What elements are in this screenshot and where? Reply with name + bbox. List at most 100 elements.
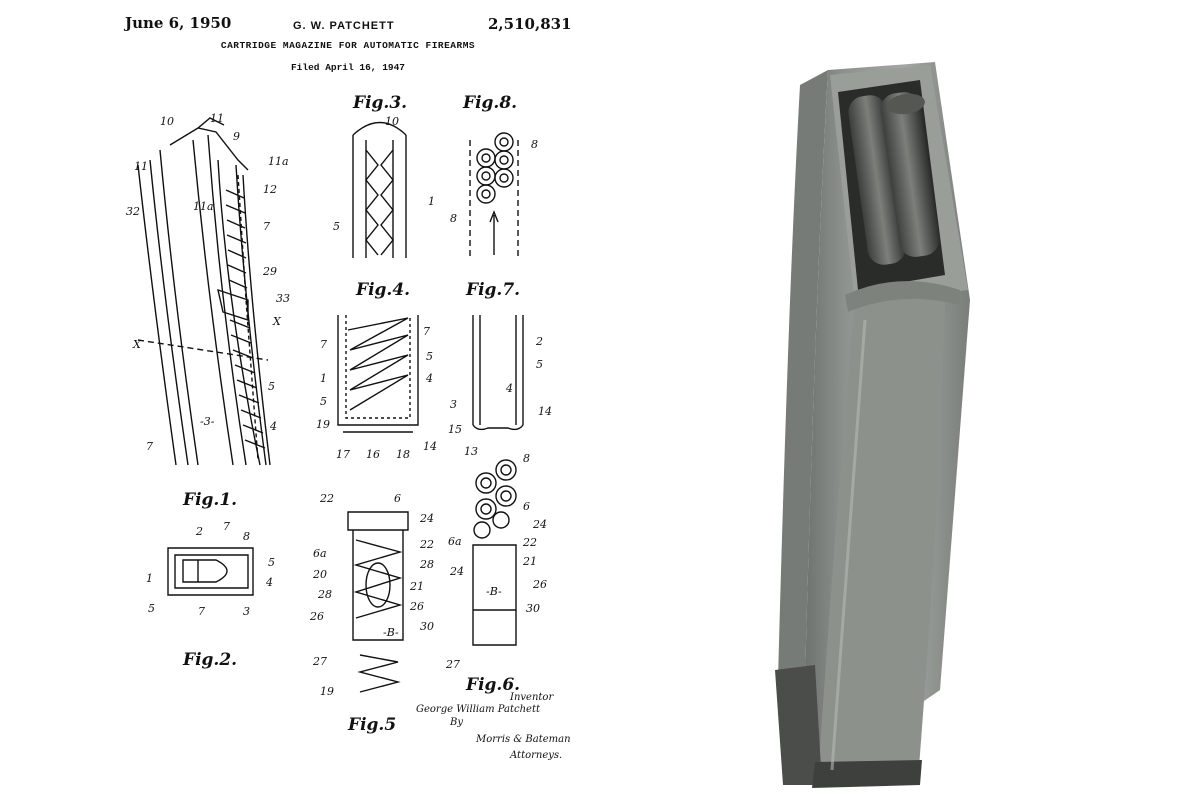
magazine-side-view-refs: 10 11 9 11 11a 12 32 11a 7 29 33 X X 5 -… bbox=[126, 112, 290, 453]
fig5-ref-22b: 22 bbox=[419, 538, 434, 551]
fig4-ref-7a: 7 bbox=[423, 325, 430, 338]
fig5-ref-24: 24 bbox=[419, 512, 434, 525]
ref-7b: 7 bbox=[146, 440, 153, 453]
fig3-ref-10: 10 bbox=[385, 115, 399, 128]
by-label: By bbox=[449, 717, 463, 728]
ref-10: 10 bbox=[160, 115, 174, 128]
fig6-ref-b: -B- bbox=[486, 585, 502, 598]
fig5-ref-28a: 28 bbox=[419, 558, 434, 571]
ref-12: 12 bbox=[263, 183, 277, 196]
patent-date: June 6, 1950 bbox=[125, 14, 232, 32]
fig4-ref-16: 16 bbox=[366, 448, 380, 461]
fig1-ref-8: 8 bbox=[243, 530, 250, 543]
ref-11: 11 bbox=[210, 112, 224, 125]
fig5-ref-26b: 26 bbox=[309, 610, 324, 623]
ref-11a: 11a bbox=[268, 155, 289, 168]
fig6-label: Fig.6. bbox=[465, 675, 520, 695]
patent-filed-date: Filed April 16, 1947 bbox=[290, 62, 406, 73]
fig6-ref-24a: 24 bbox=[532, 518, 547, 531]
fig4-ref-18: 18 bbox=[396, 448, 410, 461]
ref-5: 5 bbox=[268, 380, 275, 393]
ref-x-left: X bbox=[132, 338, 142, 351]
ref-32: 32 bbox=[126, 205, 140, 218]
ref-x-right: X bbox=[272, 315, 282, 328]
fig6-ref-21: 21 bbox=[522, 555, 537, 568]
fig5-ref-b: -B- bbox=[383, 626, 399, 639]
patent-inventor: G. W. PATCHETT bbox=[293, 20, 395, 32]
fig1-label: Fig.1. bbox=[182, 490, 237, 510]
fig3-ref-1: 1 bbox=[428, 195, 435, 208]
fig4-label: Fig.4. bbox=[355, 280, 410, 300]
fig1-drawing bbox=[167, 547, 254, 596]
fig4-ref-5b: 5 bbox=[320, 395, 327, 408]
fig6-ref-27: 27 bbox=[445, 658, 460, 671]
fig6-ref-26: 26 bbox=[532, 578, 547, 591]
fig5-ref-28b: 28 bbox=[317, 588, 332, 601]
fig4-ref-19: 19 bbox=[316, 418, 330, 431]
fig8-label: Fig.8. bbox=[462, 93, 517, 113]
ref-29: 29 bbox=[262, 265, 277, 278]
attorney-signature: Morris & Bateman bbox=[475, 734, 571, 745]
ref-3: -3- bbox=[200, 415, 215, 428]
fig7-ref-15: 15 bbox=[448, 423, 462, 436]
ref-33: 33 bbox=[276, 292, 290, 305]
fig4-ref-7b: 7 bbox=[320, 338, 327, 351]
magazine-photo-illustration bbox=[775, 62, 970, 788]
fig8-drawing bbox=[469, 132, 519, 258]
fig1-ref-7a: 7 bbox=[223, 520, 230, 533]
fig1-ref-7b: 7 bbox=[198, 605, 205, 618]
fig5-ref-20: 20 bbox=[312, 568, 327, 581]
fig5-drawing bbox=[347, 511, 409, 693]
fig5-ref-6: 6 bbox=[394, 492, 401, 505]
fig3-drawing bbox=[352, 121, 407, 258]
fig6-drawing bbox=[472, 459, 517, 646]
fig5-ref-21: 21 bbox=[409, 580, 424, 593]
fig3-ref-5: 5 bbox=[333, 220, 340, 233]
fig7-ref-2: 2 bbox=[535, 335, 543, 348]
fig1-ref-1: 1 bbox=[146, 572, 153, 585]
ref-11b: 11 bbox=[134, 160, 148, 173]
attorneys-label: Attorneys. bbox=[509, 750, 562, 761]
fig5-ref-19: 19 bbox=[320, 685, 334, 698]
ref-4: 4 bbox=[269, 420, 277, 433]
patent-drawing-sheet: June 6, 1950 G. W. PATCHETT 2,510,831 CA… bbox=[98, 0, 598, 800]
fig6-ref-24b: 24 bbox=[449, 565, 464, 578]
fig7-ref-4: 4 bbox=[505, 382, 513, 395]
fig5-ref-27: 27 bbox=[312, 655, 327, 668]
fig4-ref-5a: 5 bbox=[426, 350, 433, 363]
fig7-ref-3: 3 bbox=[450, 398, 457, 411]
fig5-ref-6a: 6a bbox=[313, 547, 327, 560]
inventor-signature: George William Patchett bbox=[416, 704, 541, 715]
fig7-ref-5: 5 bbox=[536, 358, 543, 371]
fig6-ref-22: 22 bbox=[522, 536, 537, 549]
magazine-photo bbox=[600, 0, 1200, 800]
fig6-ref-6a: 6a bbox=[448, 535, 462, 548]
fig4-ref-17: 17 bbox=[336, 448, 350, 461]
fig7-ref-13: 13 bbox=[464, 445, 478, 458]
fig4-ref-4: 4 bbox=[425, 372, 433, 385]
fig4-drawing bbox=[337, 315, 419, 433]
fig6-ref-30: 30 bbox=[526, 602, 540, 615]
ref-7: 7 bbox=[263, 220, 270, 233]
ref-9: 9 bbox=[233, 130, 240, 143]
fig2-label: Fig.2. bbox=[182, 650, 237, 670]
fig7-drawing bbox=[472, 315, 524, 431]
fig1-ref-4: 4 bbox=[265, 576, 273, 589]
inventor-label: Inventor bbox=[509, 692, 554, 703]
fig5-ref-26a: 26 bbox=[409, 600, 424, 613]
fig1-ref-3: 3 bbox=[243, 605, 250, 618]
fig8-ref-8a: 8 bbox=[531, 138, 538, 151]
fig8-ref-8b: 8 bbox=[450, 212, 457, 225]
fig3-label: Fig.3. bbox=[352, 93, 407, 113]
fig4-ref-14: 14 bbox=[423, 440, 437, 453]
fig7-ref-14: 14 bbox=[538, 405, 552, 418]
fig7-label: Fig.7. bbox=[465, 280, 520, 300]
magazine-side-view bbox=[137, 117, 271, 466]
fig5-ref-30: 30 bbox=[420, 620, 434, 633]
fig1-ref-5b: 5 bbox=[148, 602, 155, 615]
fig6-ref-8: 8 bbox=[523, 452, 530, 465]
patent-title: CARTRIDGE MAGAZINE FOR AUTOMATIC FIREARM… bbox=[220, 40, 476, 51]
fig5-label: Fig.5 bbox=[347, 715, 396, 735]
ref-11a-b: 11a bbox=[193, 200, 214, 213]
patent-number: 2,510,831 bbox=[488, 15, 572, 33]
